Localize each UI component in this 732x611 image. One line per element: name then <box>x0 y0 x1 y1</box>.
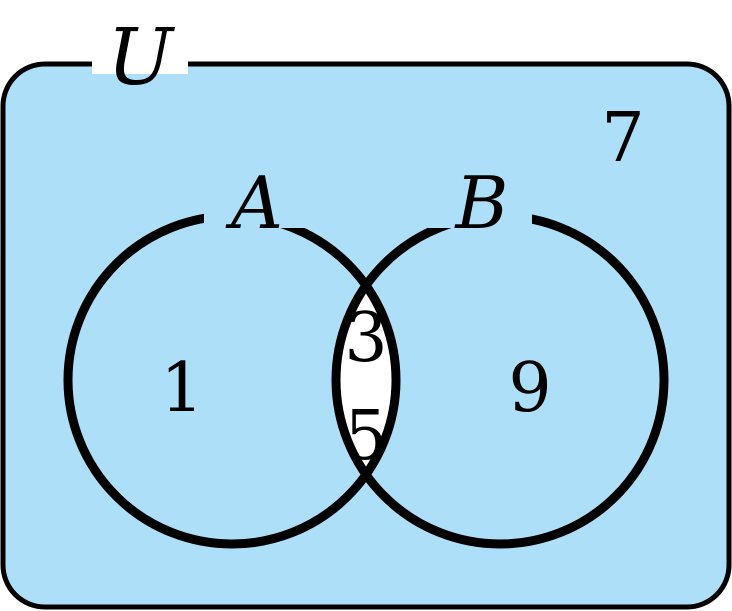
set-b-label: B <box>454 161 509 245</box>
region-only-b-value: 9 <box>508 349 551 428</box>
set-a-label-gap <box>204 170 308 228</box>
region-outside-value: 7 <box>601 99 644 178</box>
universe-label: U <box>107 13 175 103</box>
set-a-label: A <box>225 161 283 245</box>
region-a-and-b-value: 5 <box>344 397 387 476</box>
set-b-label-gap <box>428 170 532 228</box>
region-only-a-value: 1 <box>160 349 203 428</box>
universe-label-gap <box>92 54 188 74</box>
region-a-and-b-value: 3 <box>344 299 387 378</box>
